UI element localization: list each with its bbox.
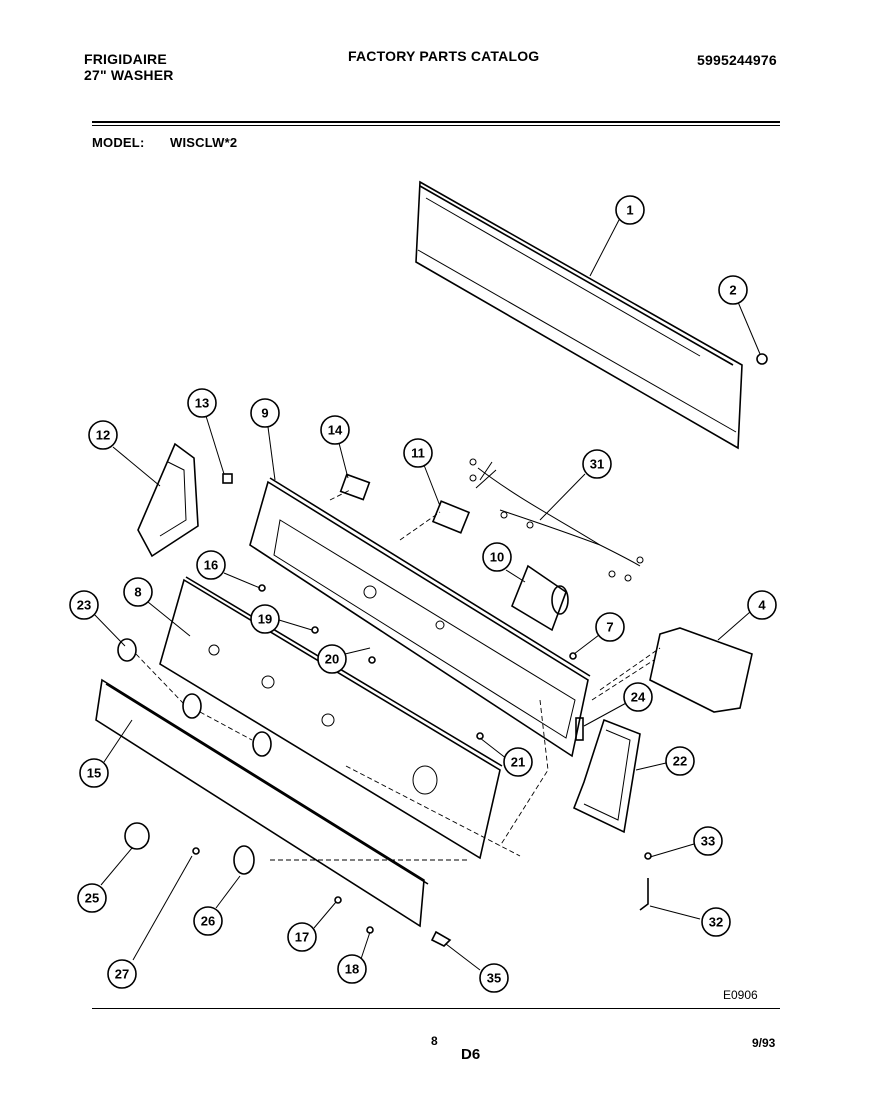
part-21-screw — [476, 732, 484, 740]
svg-text:23: 23 — [77, 598, 91, 613]
part-25-knob — [124, 822, 150, 850]
part-20-screw — [368, 656, 376, 664]
svg-text:7: 7 — [606, 620, 613, 635]
svg-text:4: 4 — [758, 598, 766, 613]
callout-17: 17 — [287, 922, 317, 952]
svg-text:32: 32 — [709, 915, 723, 930]
callout-35: 35 — [479, 963, 509, 993]
callout-4: 4 — [747, 590, 777, 620]
svg-text:12: 12 — [96, 428, 110, 443]
model-label: MODEL: — [92, 135, 145, 150]
callout-25: 25 — [77, 883, 107, 913]
callout-24: 24 — [623, 682, 653, 712]
callout-23: 23 — [69, 590, 99, 620]
svg-text:8: 8 — [134, 585, 141, 600]
brand-name: FRIGIDAIRE — [84, 51, 167, 67]
callout-22: 22 — [665, 746, 695, 776]
callout-10: 10 — [482, 542, 512, 572]
part-2-screw — [756, 353, 768, 365]
svg-text:18: 18 — [345, 962, 359, 977]
svg-text:31: 31 — [590, 457, 604, 472]
product-name: 27" WASHER — [84, 67, 174, 83]
part-12-bracket — [137, 442, 199, 558]
callout-7: 7 — [595, 612, 625, 642]
svg-text:15: 15 — [87, 766, 101, 781]
callout-27: 27 — [107, 959, 137, 989]
part-15-console-trim — [95, 678, 429, 928]
callout-9: 9 — [250, 398, 280, 428]
callout-32: 32 — [701, 907, 731, 937]
assembly-lines — [270, 489, 549, 861]
part-11-switch — [431, 500, 471, 534]
part-32-clip — [639, 878, 649, 911]
part-23-knob — [117, 638, 272, 757]
svg-text:33: 33 — [701, 834, 715, 849]
part-22-end-bracket — [572, 718, 641, 834]
part-13-clip — [222, 473, 233, 484]
part-10-timer — [511, 564, 569, 632]
callout-13: 13 — [187, 388, 217, 418]
part-14-switch — [339, 473, 371, 501]
callout-1: 1 — [615, 195, 645, 225]
catalog-title: FACTORY PARTS CATALOG — [348, 48, 540, 64]
svg-text:16: 16 — [204, 558, 218, 573]
page-number: 8 — [431, 1034, 438, 1048]
diagram-code: E0906 — [723, 988, 758, 1002]
callout-14: 14 — [320, 415, 350, 445]
callout-2: 2 — [718, 275, 748, 305]
svg-text:22: 22 — [673, 754, 687, 769]
leader-lines — [91, 217, 761, 971]
svg-text:24: 24 — [631, 690, 646, 705]
part-7-screw — [569, 652, 577, 660]
svg-text:2: 2 — [729, 283, 736, 298]
part-26-knob — [233, 845, 255, 875]
svg-text:13: 13 — [195, 396, 209, 411]
svg-text:1: 1 — [626, 203, 633, 218]
svg-text:10: 10 — [490, 550, 504, 565]
part-1-top-panel — [415, 180, 743, 450]
date-code: 9/93 — [752, 1036, 776, 1050]
callout-21: 21 — [503, 747, 533, 777]
part-24-screw — [575, 717, 584, 741]
callout-33: 33 — [693, 826, 723, 856]
part-35-clip — [430, 930, 452, 947]
callout-18: 18 — [337, 954, 367, 984]
part-33-clip — [644, 852, 652, 860]
callout-31: 31 — [582, 449, 612, 479]
callout-20: 20 — [317, 644, 347, 674]
svg-text:19: 19 — [258, 612, 272, 627]
svg-text:27: 27 — [115, 967, 129, 982]
part-27-screw — [192, 847, 200, 855]
callout-19: 19 — [250, 604, 280, 634]
svg-text:25: 25 — [85, 891, 99, 906]
svg-text:21: 21 — [511, 755, 525, 770]
callout-11: 11 — [403, 438, 433, 468]
part-9-control-panel — [249, 477, 591, 758]
callout-16: 16 — [196, 550, 226, 580]
svg-text:26: 26 — [201, 914, 215, 929]
model-value: WISCLW*2 — [170, 135, 238, 150]
part-4-switch-block — [591, 627, 753, 713]
part-17-screw — [334, 896, 342, 904]
svg-text:20: 20 — [325, 652, 339, 667]
header-rule-top — [92, 121, 780, 123]
catalog-number: 5995244976 — [697, 52, 777, 68]
part-19-screw — [311, 626, 319, 634]
callout-8: 8 — [123, 577, 153, 607]
svg-text:9: 9 — [261, 406, 268, 421]
svg-text:14: 14 — [328, 423, 343, 438]
callout-15: 15 — [79, 758, 109, 788]
part-8-console-panel — [159, 576, 503, 860]
footer-rule — [92, 1008, 780, 1009]
svg-text:17: 17 — [295, 930, 309, 945]
section-code: D6 — [461, 1046, 481, 1063]
part-31-wire-harness — [469, 458, 644, 582]
header-rule-bottom — [92, 125, 780, 126]
svg-text:11: 11 — [411, 446, 425, 461]
callout-12: 12 — [88, 420, 118, 450]
svg-text:35: 35 — [487, 971, 501, 986]
callout-26: 26 — [193, 906, 223, 936]
